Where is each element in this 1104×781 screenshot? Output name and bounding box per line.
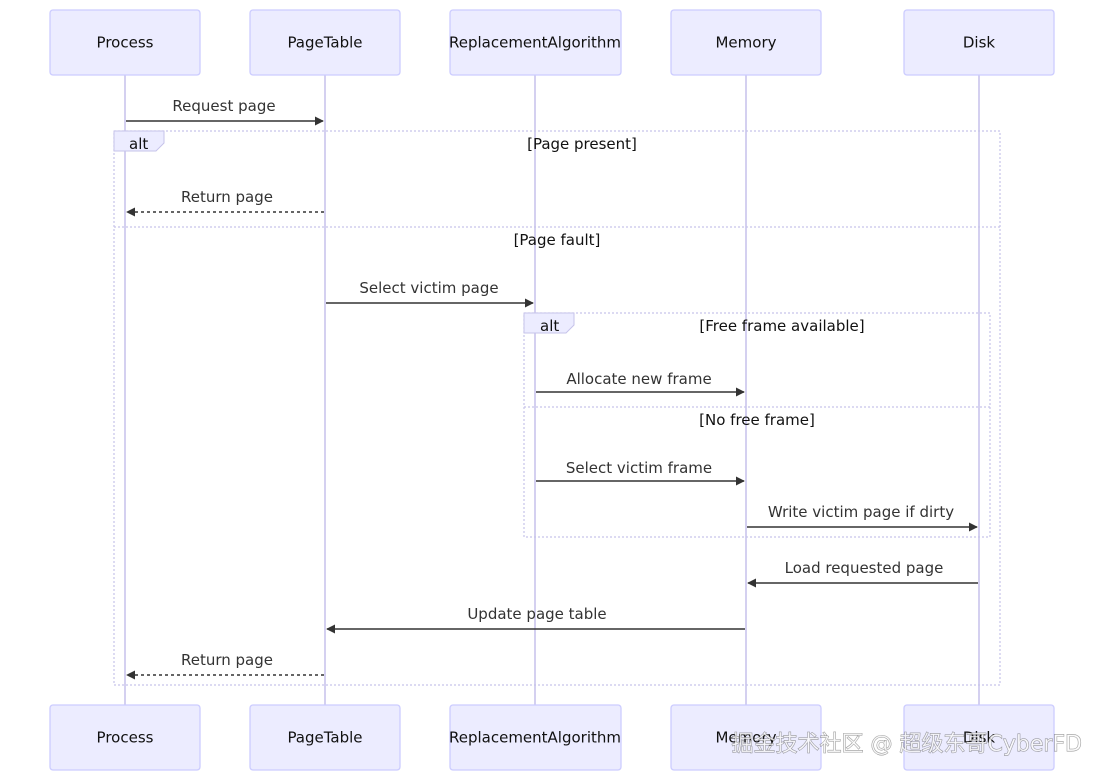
- alt-frame-border: [523, 312, 991, 538]
- alt-frame-tab: [113, 130, 165, 152]
- message-update-page-table: Update page table: [326, 605, 745, 634]
- message-load-requested-page: Load requested page: [747, 559, 978, 588]
- message-return-page-hit: Return page: [126, 188, 324, 217]
- message-return-page-fault: Return page: [126, 651, 324, 680]
- actor-pagetable-bottom: PageTable: [249, 704, 401, 771]
- actor-label: ReplacementAlgorithm: [449, 34, 621, 52]
- actor-box: [449, 704, 622, 771]
- actor-process-top: Process: [49, 9, 201, 76]
- actor-memory-top: Memory: [670, 9, 822, 76]
- message-allocate-new-frame: Allocate new frame: [536, 370, 745, 397]
- alt-condition-page-present: [Page present]: [527, 135, 637, 153]
- actor-label: Memory: [715, 34, 776, 52]
- message-label: Return page: [181, 188, 273, 206]
- message-select-victim-frame: Select victim frame: [536, 459, 745, 486]
- actor-disk-top: Disk: [903, 9, 1055, 76]
- watermark-text: 掘金技术社区 @ 超级东哥CyberFD: [731, 732, 1082, 757]
- message-label: Return page: [181, 651, 273, 669]
- alt-else-condition-page-fault: [Page fault]: [514, 231, 601, 249]
- actor-label: PageTable: [287, 34, 362, 52]
- actor-box: [49, 9, 201, 76]
- alt-keyword: alt: [129, 135, 148, 153]
- actor-box: [49, 704, 201, 771]
- message-label: Allocate new frame: [566, 370, 711, 388]
- alt-frame-border: [113, 130, 1001, 686]
- message-select-victim-page: Select victim page: [326, 279, 534, 308]
- alt-condition-free-frame: [Free frame available]: [699, 317, 864, 335]
- message-request-page: Request page: [126, 97, 324, 126]
- actor-replacement-top: ReplacementAlgorithm: [449, 9, 622, 76]
- alt-keyword: alt: [540, 317, 559, 335]
- actor-label: Process: [97, 729, 154, 747]
- message-write-victim-page: Write victim page if dirty: [747, 503, 978, 532]
- actor-label: PageTable: [287, 729, 362, 747]
- message-label: Update page table: [467, 605, 606, 623]
- alt-frame-frame-allocation: alt [Free frame available] [No free fram…: [523, 312, 991, 538]
- actor-label: Memory: [715, 729, 776, 747]
- message-label: Write victim page if dirty: [768, 503, 954, 521]
- message-label: Select victim page: [359, 279, 498, 297]
- actor-label: Disk: [963, 34, 996, 52]
- actor-box: [903, 9, 1055, 76]
- actor-label: Process: [97, 34, 154, 52]
- actor-box: [903, 704, 1055, 771]
- actor-process-bottom: Process: [49, 704, 201, 771]
- actor-replacement-bottom: ReplacementAlgorithm: [449, 704, 622, 771]
- alt-frame-page-lookup: alt [Page present] [Page fault]: [113, 130, 1001, 686]
- actor-box: [449, 9, 622, 76]
- alt-frame-tab: [523, 312, 575, 334]
- actor-box: [670, 9, 822, 76]
- actor-box: [249, 9, 401, 76]
- actor-pagetable-top: PageTable: [249, 9, 401, 76]
- actor-memory-bottom: Memory: [670, 704, 822, 771]
- message-label: Load requested page: [785, 559, 944, 577]
- actor-box: [249, 704, 401, 771]
- alt-else-condition-no-free-frame: [No free frame]: [699, 411, 815, 429]
- message-label: Select victim frame: [566, 459, 712, 477]
- actor-label: ReplacementAlgorithm: [449, 729, 621, 747]
- message-label: Request page: [172, 97, 275, 115]
- actor-label: Disk: [963, 729, 996, 747]
- actor-disk-bottom: Disk: [903, 704, 1055, 771]
- actor-box: [670, 704, 822, 771]
